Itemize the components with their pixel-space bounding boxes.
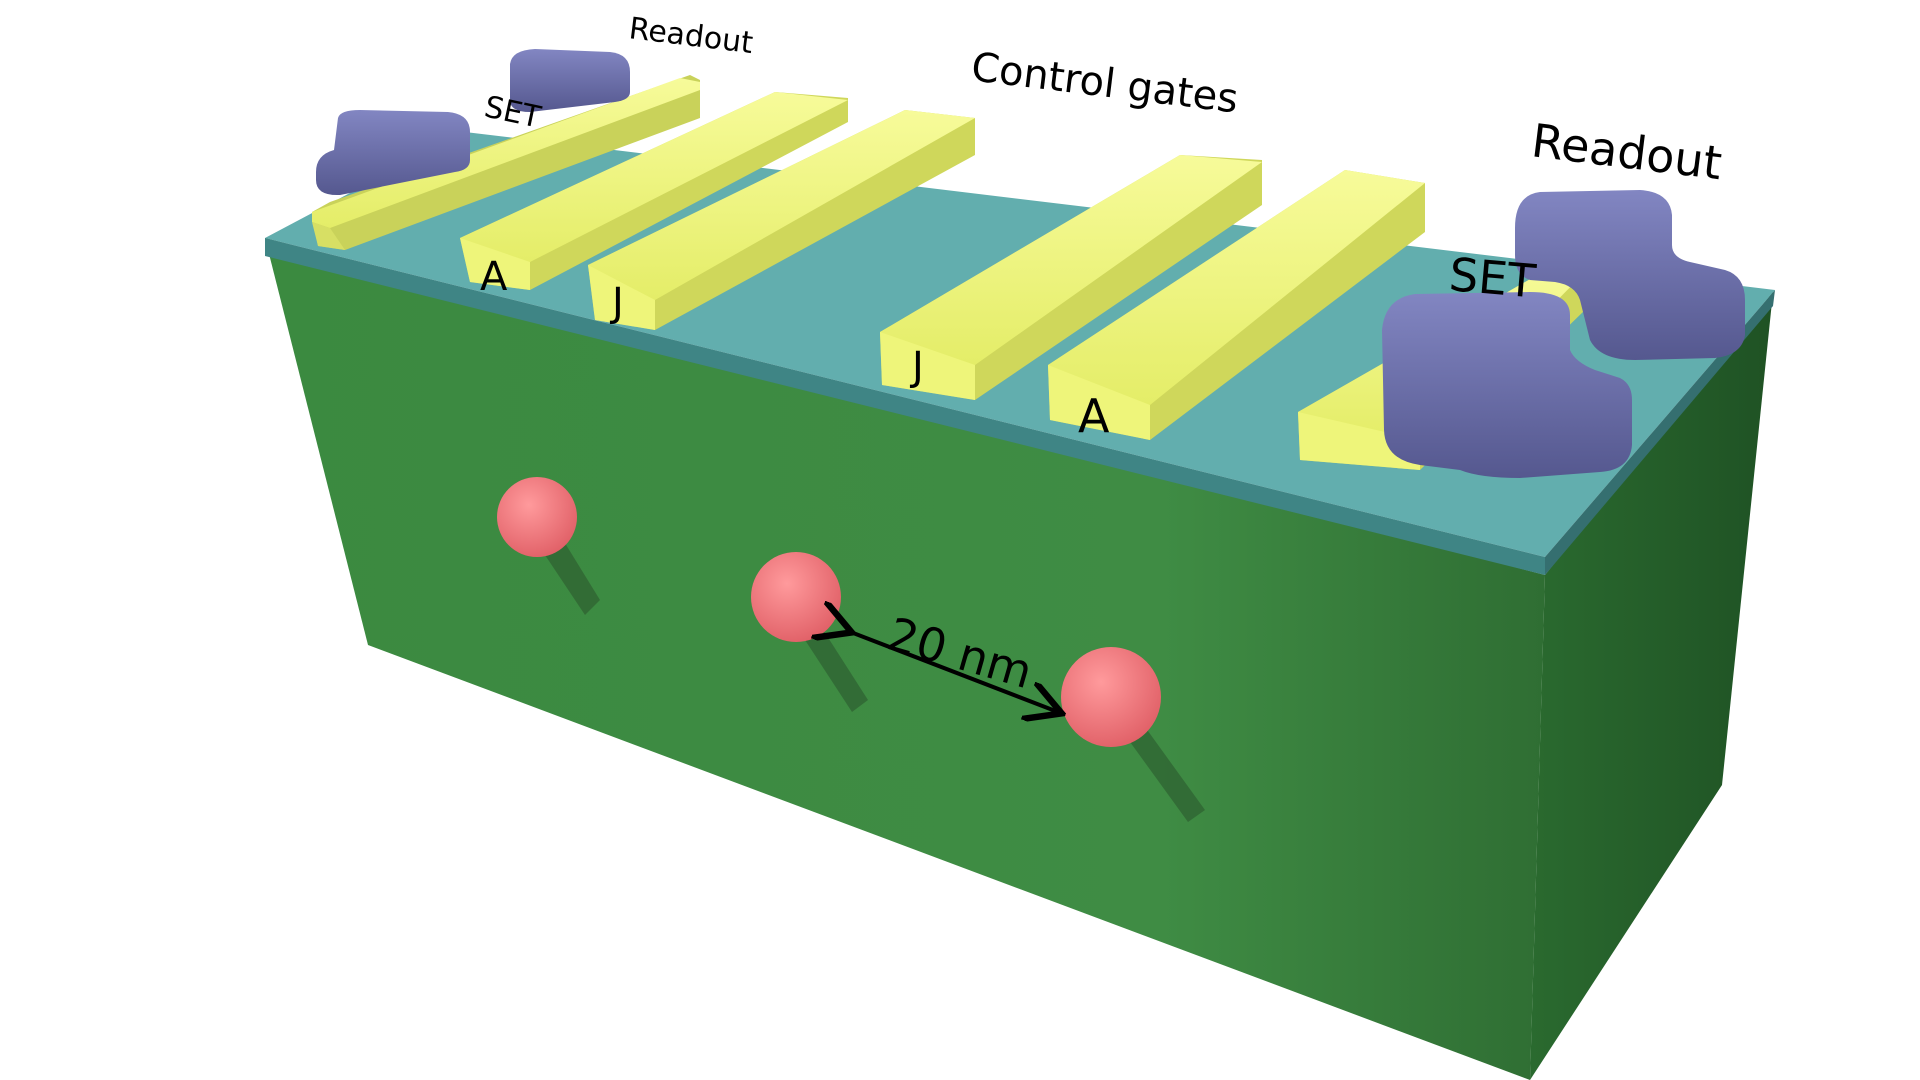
set-islands (316, 49, 1745, 478)
donor-atom-3 (1061, 647, 1205, 822)
gate-a-right (1048, 170, 1425, 440)
gate-j-right (880, 155, 1262, 400)
gate-j-left (588, 110, 975, 330)
set-island-left-back (510, 49, 630, 112)
label-gate-j-right: J (909, 344, 924, 390)
donor-atoms (497, 477, 1205, 822)
donor-atom-1 (497, 477, 600, 615)
label-control-gates: Control gates (969, 44, 1241, 122)
label-set-right: SET (1447, 247, 1539, 308)
oxide-front-edge (265, 238, 1545, 575)
label-readout-left: Readout (627, 11, 755, 61)
label-gate-a-right: A (1078, 389, 1110, 443)
label-readout-right: Readout (1529, 113, 1725, 190)
oxide-side-edge (1545, 290, 1775, 575)
set-island-right-front (1382, 292, 1632, 478)
set-island-left-front (316, 110, 470, 196)
gate-a-left (460, 92, 848, 290)
set-island-right-back (1515, 190, 1745, 360)
substrate-side-face (1530, 292, 1773, 1080)
set-lead-gate-left (312, 75, 700, 250)
label-gate-j-left: J (609, 280, 624, 326)
label-gate-a-left: A (480, 254, 508, 300)
